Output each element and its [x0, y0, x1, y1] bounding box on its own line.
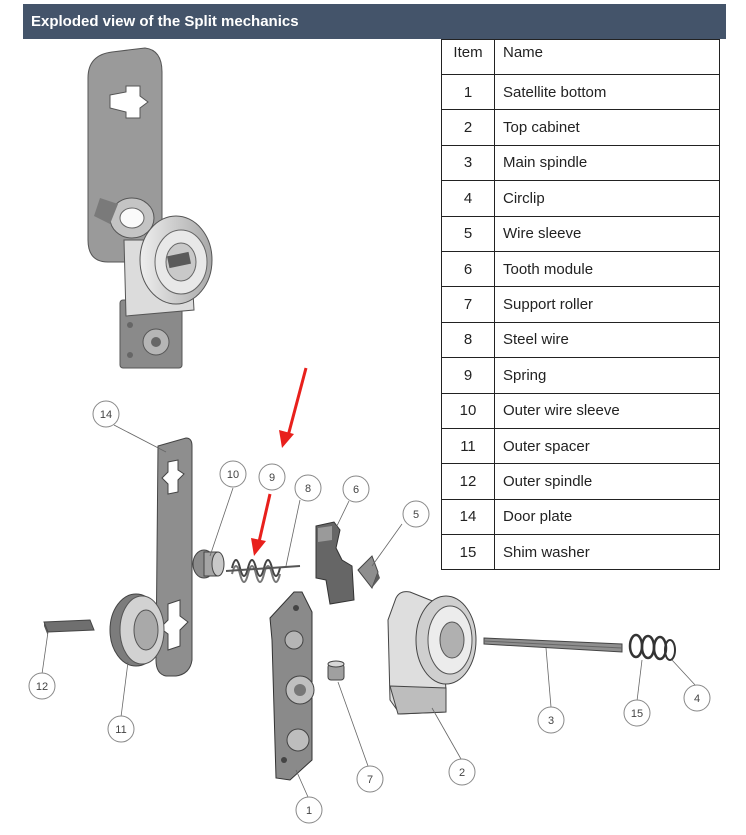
callout-3-label: 3: [548, 715, 554, 727]
callout-8-label: 8: [305, 483, 311, 495]
item-cell: 15: [441, 534, 495, 571]
name-cell: Steel wire: [494, 321, 720, 359]
support-roller-part: [327, 660, 345, 681]
callout-9-label: 9: [269, 472, 275, 484]
name-cell: Spring: [494, 357, 720, 394]
callout-6-label: 6: [353, 484, 359, 496]
outer-wire-sleeve-part: [192, 549, 225, 579]
red-arrow-spring-callout: [279, 367, 308, 448]
leader-lines: [41, 424, 697, 798]
item-cell: 14: [441, 498, 495, 536]
callout-1: 1: [295, 796, 323, 824]
page-title: Exploded view of the Split mechanics: [23, 4, 726, 39]
callout-3: 3: [537, 706, 565, 734]
main-spindle-part: [483, 637, 623, 653]
callout-12: 12: [28, 672, 56, 700]
red-arrow-spring: [251, 493, 272, 556]
name-cell: Satellite bottom: [494, 73, 720, 111]
name-cell: Circlip: [494, 180, 720, 217]
shim-washer-part: [628, 633, 668, 661]
callout-2-label: 2: [459, 767, 465, 779]
callout-5: 5: [402, 500, 430, 528]
item-cell: 12: [441, 463, 495, 500]
name-cell: Top cabinet: [494, 109, 720, 146]
name-cell: Outer wire sleeve: [494, 392, 720, 429]
callout-9: 9: [258, 463, 286, 491]
item-cell: 10: [441, 392, 495, 429]
name-cell: Shim washer: [494, 534, 720, 571]
steel-wire-part: [225, 565, 301, 572]
callout-5-label: 5: [413, 509, 419, 521]
callout-4: 4: [683, 684, 711, 712]
name-cell: Door plate: [494, 498, 720, 536]
circlip-part: [664, 639, 676, 661]
callout-4-label: 4: [694, 693, 700, 705]
name-cell: Outer spacer: [494, 427, 720, 465]
callout-15: 15: [623, 699, 651, 727]
callout-1-label: 1: [306, 805, 312, 817]
top-cabinet-part: [387, 591, 477, 715]
name-cell: Main spindle: [494, 144, 720, 182]
callout-12-label: 12: [36, 681, 48, 693]
callout-14-label: 14: [100, 409, 112, 421]
callout-7: 7: [356, 765, 384, 793]
callout-6: 6: [342, 475, 370, 503]
item-cell: 9: [441, 357, 495, 394]
outer-spindle-part: [43, 619, 95, 636]
callout-10-label: 10: [227, 469, 239, 481]
callout-11-label: 11: [115, 724, 126, 736]
callout-2: 2: [448, 758, 476, 786]
name-cell: Support roller: [494, 286, 720, 323]
item-cell: 6: [441, 250, 495, 288]
callout-14: 14: [92, 400, 120, 428]
wire-sleeve-part: [357, 555, 380, 590]
callout-10: 10: [219, 460, 247, 488]
table-header-row: Item Name: [441, 39, 720, 75]
callout-15-label: 15: [631, 708, 643, 720]
name-cell: Outer spindle: [494, 463, 720, 500]
item-cell: 11: [441, 427, 495, 465]
name-cell: Tooth module: [494, 250, 720, 288]
callout-11: 11: [107, 715, 135, 743]
column-header-name: Name: [494, 39, 720, 75]
satellite-bottom-part: [269, 591, 315, 781]
tooth-module-part: [315, 521, 355, 605]
callout-7-label: 7: [367, 774, 373, 786]
item-cell: 7: [441, 286, 495, 323]
outer-spacer-part: [109, 593, 165, 667]
callout-8: 8: [294, 474, 322, 502]
item-cell: 2: [441, 109, 495, 146]
assembled-mechanism: [87, 47, 213, 369]
